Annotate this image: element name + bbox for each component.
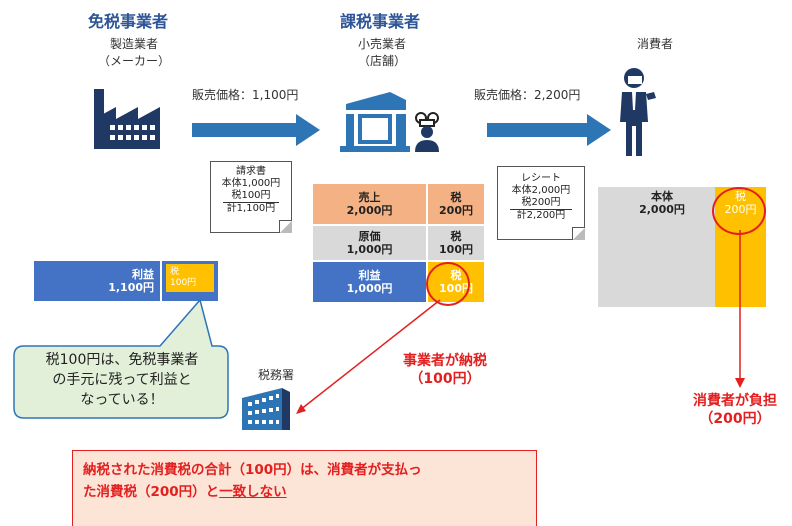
store-icon	[340, 92, 410, 152]
retailer-sale-price: 販売価格：2,200円	[474, 88, 581, 102]
consumer-burden-callout: 消費者が負担 （200円）	[675, 392, 792, 428]
conclusion-text-part2: た消費税（200円）と	[83, 484, 220, 500]
maker-tax-label: 税	[170, 267, 180, 277]
sales-tax-value: 200円	[439, 204, 473, 217]
maker-role-line2: （メーカー）	[97, 54, 170, 68]
retailer-pays-line2: （100円）	[409, 371, 481, 387]
retailer-role: 小売業者 （店舗）	[332, 36, 432, 70]
speech-bubble-text: 税100円は、免税事業者 の手元に残って利益と なっている！	[16, 350, 228, 410]
invoice-fold	[279, 220, 292, 233]
profit-label: 利益	[358, 269, 381, 282]
speech-bubble-shape	[13, 298, 229, 419]
pay-tax-highlight-circle	[426, 262, 470, 306]
sales-value: 2,000円	[346, 204, 393, 217]
retailer-to-tax-office-arrowhead	[296, 404, 306, 414]
receipt-line1: 本体2,000円	[511, 185, 571, 196]
profit-value: 1,000円	[346, 282, 393, 295]
conclusion-box: 納税された消費税の合計（100円）は、消費者が支払っ た消費税（200円）と一致…	[72, 450, 537, 526]
tax-office-label: 税務署	[258, 368, 295, 382]
conclusion-emphasis: 一致しない	[219, 484, 287, 500]
maker-role-line1: 製造業者	[109, 37, 158, 51]
invoice-line3: 計1,100円	[223, 202, 279, 215]
cost-tax-value: 100円	[439, 243, 473, 256]
speech-line1: 税100円は、免税事業者	[45, 352, 199, 368]
sales-label: 売上	[358, 191, 381, 204]
retailer-to-tax-office-arrow	[299, 299, 441, 411]
receipt-note: レシート 本体2,000円 税200円 計2,200円	[497, 166, 585, 240]
invoice-line2: 税100円	[231, 190, 271, 201]
maker-role: 製造業者 （メーカー）	[78, 36, 190, 70]
consumer-tax-highlight-circle	[712, 187, 766, 235]
receipt-line2: 税200円	[521, 197, 561, 208]
receipt-line3: 計2,200円	[510, 209, 572, 222]
maker-profit-label: 利益	[132, 268, 154, 281]
consumer-icon	[620, 68, 656, 156]
maker-tax-value: 100円	[170, 278, 197, 288]
consumer-burden-line2: （200円）	[699, 411, 771, 427]
taxable-heading: 課税事業者	[340, 12, 421, 31]
retailer-role-line2: （店舗）	[357, 54, 406, 68]
conclusion-text-part1: 納税された消費税の合計（100円）は、消費者が支払っ	[83, 462, 422, 478]
invoice-note: 請求書 本体1,000円 税100円 計1,100円	[210, 161, 292, 233]
consumer-body-label: 本体	[650, 190, 673, 203]
tax-office-building-icon	[242, 388, 290, 430]
cost-value: 1,000円	[346, 243, 393, 256]
consumer-label: 消費者	[637, 37, 674, 51]
invoice-title: 請求書	[236, 166, 266, 177]
receipt-title: レシート	[521, 173, 561, 184]
tax-exempt-heading: 免税事業者	[88, 12, 169, 31]
maker-sale-price: 販売価格：1,100円	[192, 88, 299, 102]
factory-icon	[94, 89, 160, 149]
retailer-pays-callout: 事業者が納税 （100円）	[385, 352, 505, 388]
invoice-line1: 本体1,000円	[221, 178, 281, 189]
consumer-burden-line1: 消費者が負担	[693, 393, 777, 409]
speech-line2: の手元に残って利益と	[52, 372, 192, 388]
maker-to-retailer-arrow	[192, 114, 320, 146]
maker-profit-value: 1,100円	[108, 281, 154, 294]
retailer-pays-line1: 事業者が納税	[403, 353, 487, 369]
cost-label: 原価	[358, 230, 381, 243]
retailer-to-consumer-arrow	[487, 114, 611, 146]
chef-icon	[415, 112, 439, 152]
cost-tax-label: 税	[450, 230, 462, 243]
consumer-body-value: 2,000円	[639, 203, 685, 216]
retailer-role-line1: 小売業者	[357, 37, 406, 51]
consumer-burden-arrowhead	[735, 378, 745, 388]
sales-tax-label: 税	[450, 191, 462, 204]
speech-line3: なっている！	[80, 392, 164, 408]
receipt-fold	[572, 227, 585, 240]
